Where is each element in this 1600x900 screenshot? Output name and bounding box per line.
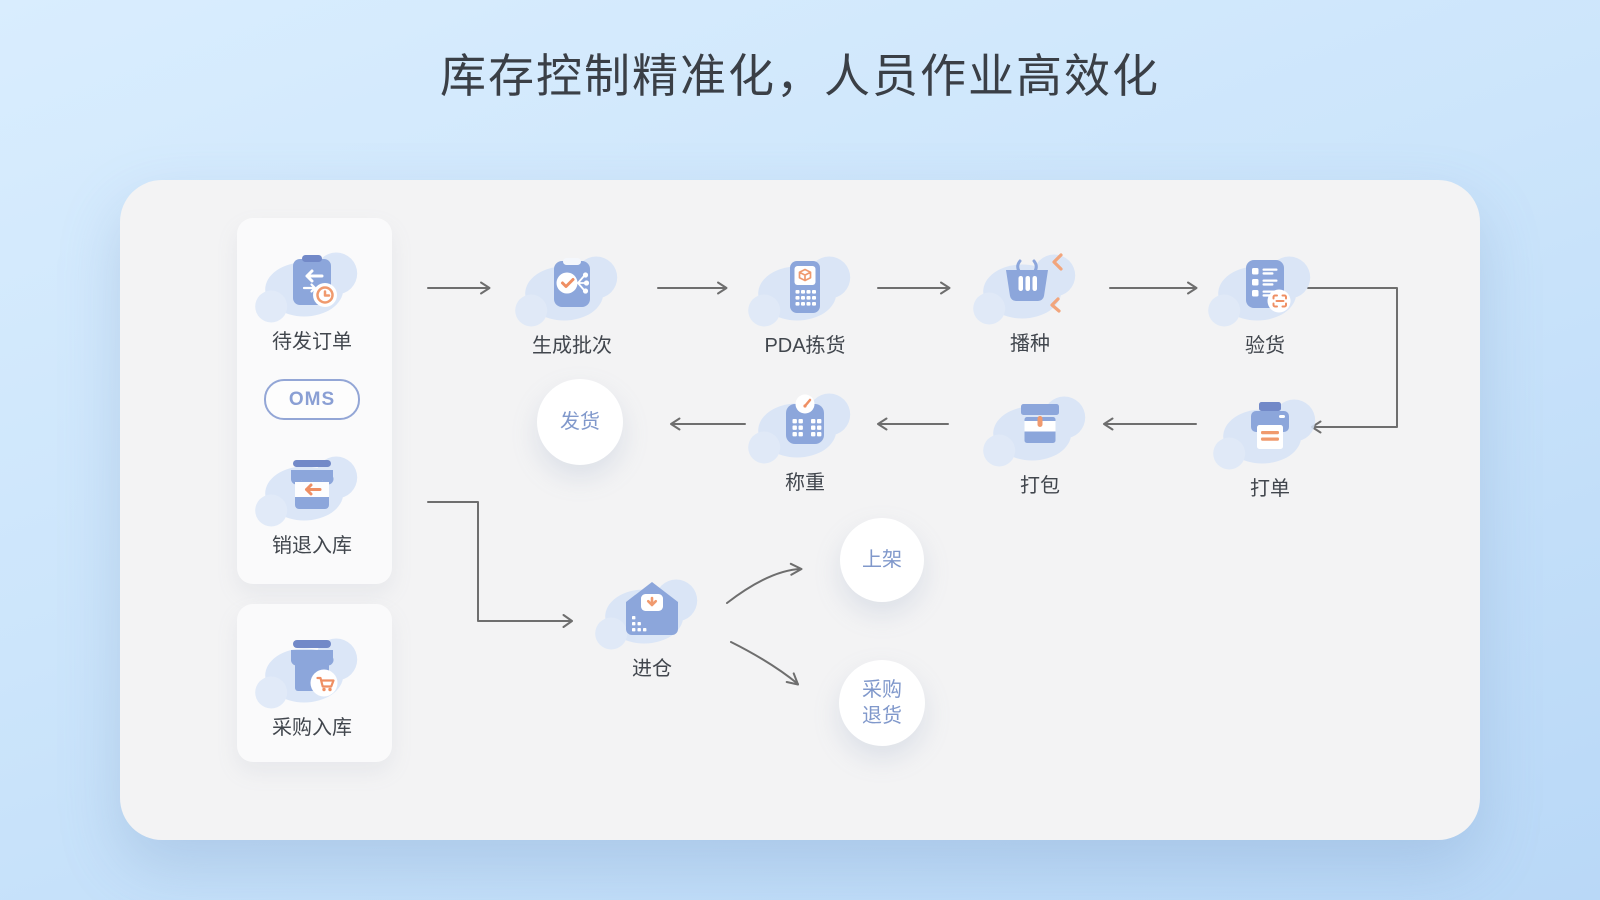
circle-label: 发货 xyxy=(560,411,600,433)
pda-device-icon xyxy=(790,261,820,313)
node-label: 销退入库 xyxy=(272,535,352,557)
warehouse-in-house-icon xyxy=(626,582,678,635)
generate-batch-icon xyxy=(554,258,590,307)
oms-badge: OMS xyxy=(264,379,360,420)
node-label: PDA拣货 xyxy=(764,335,846,357)
node-label: 进仓 xyxy=(632,658,672,680)
node-label: 采购入库 xyxy=(272,717,352,739)
node-pda-picking: PDA拣货 xyxy=(730,255,880,358)
node-printing: 打单 xyxy=(1195,398,1345,501)
node-label: 称重 xyxy=(785,472,825,494)
node-packing: 打包 xyxy=(965,395,1115,498)
circle-label-line1: 采购 xyxy=(862,679,902,701)
sales-return-store-icon xyxy=(291,460,334,509)
put-on-shelf-circle: 上架 xyxy=(840,518,924,602)
node-label: 播种 xyxy=(1010,333,1050,355)
node-label: 验货 xyxy=(1245,335,1285,357)
node-generate-batch: 生成批次 xyxy=(497,255,647,358)
node-label: 生成批次 xyxy=(532,335,612,357)
node-warehouse-in: 进仓 xyxy=(577,578,727,681)
node-seeding: 播种 xyxy=(955,253,1105,356)
node-label: 待发订单 xyxy=(272,331,352,353)
circle-label-line2: 退货 xyxy=(862,705,902,727)
icon-blob xyxy=(983,396,1086,467)
node-purchase-inbound: 采购入库 xyxy=(237,637,387,740)
purchase-return-circle: 采购 退货 xyxy=(839,660,925,746)
packing-box-icon xyxy=(1021,404,1059,443)
node-pending-orders: 待发订单 xyxy=(237,251,387,354)
node-inspection: 验货 xyxy=(1190,255,1340,358)
node-label: 打包 xyxy=(1020,475,1060,497)
circle-label: 上架 xyxy=(862,549,902,571)
node-label: 打单 xyxy=(1250,478,1290,500)
node-weighing: 称重 xyxy=(730,392,880,495)
shipping-circle: 发货 xyxy=(537,379,623,465)
page-title: 库存控制精准化，人员作业高效化 xyxy=(440,50,1160,102)
printing-printer-icon xyxy=(1251,402,1289,449)
seeding-basket-icon xyxy=(1006,253,1063,313)
weighing-scale-icon xyxy=(786,394,824,444)
node-sales-return: 销退入库 xyxy=(237,455,387,558)
pending-orders-clipboard-icon xyxy=(293,255,337,307)
purchase-inbound-store-icon xyxy=(291,640,338,697)
inspection-checklist-icon xyxy=(1246,260,1291,313)
